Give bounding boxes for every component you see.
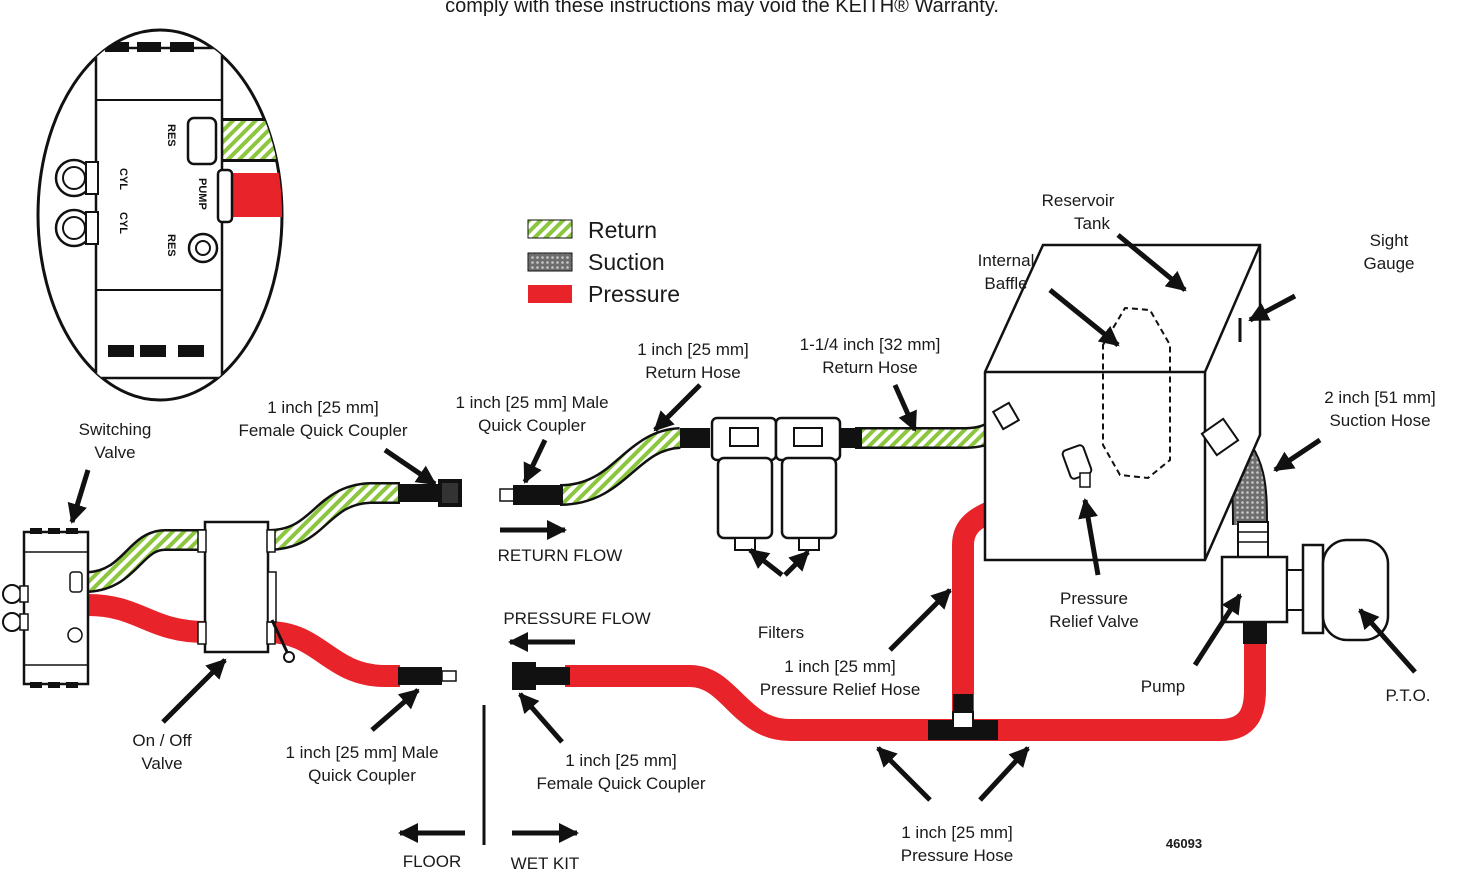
legend-label-suction: Suction <box>588 249 665 275</box>
label-pressure-relief-valve-2: Relief Valve <box>1049 612 1138 631</box>
label-male-coupler-top-2: Quick Coupler <box>478 416 586 435</box>
label-male-coupler-bottom-1: 1 inch [25 mm] Male <box>285 743 438 762</box>
label-suction-hose-1: 2 inch [51 mm] <box>1324 388 1436 407</box>
label-floor: FLOOR <box>403 852 462 871</box>
label-male-coupler-bottom-2: Quick Coupler <box>308 766 416 785</box>
label-return-flow: RETURN FLOW <box>498 546 623 565</box>
label-reservoir-tank-1: Reservoir <box>1042 191 1115 210</box>
return-hose-floor-section <box>268 493 400 540</box>
label-switching-valve-1: Switching <box>79 420 152 439</box>
inset-port-cyl-1: CYL <box>117 168 129 190</box>
female-quick-coupler-bottom <box>512 662 570 690</box>
label-pressure-relief-valve-1: Pressure <box>1060 589 1128 608</box>
return-hose-valve-section <box>88 540 208 582</box>
label-on-off-valve-1: On / Off <box>132 731 191 750</box>
label-figure-number: 46093 <box>1166 836 1202 851</box>
label-pump: Pump <box>1141 677 1185 696</box>
label-reservoir-tank-2: Tank <box>1074 214 1110 233</box>
legend-swatch-return <box>528 220 572 238</box>
inset-port-pump: PUMP <box>196 178 208 210</box>
label-pressure-hose-1: 1 inch [25 mm] <box>901 823 1013 842</box>
header-text: comply with these instructions may void … <box>445 0 999 17</box>
legend-swatch-pressure <box>528 285 572 303</box>
label-pressure-flow: PRESSURE FLOW <box>503 609 650 628</box>
label-internal-baffle-2: Baffle <box>984 274 1027 293</box>
male-quick-coupler-top <box>500 485 563 505</box>
legend-label-return: Return <box>588 217 657 243</box>
filter-right <box>776 418 862 550</box>
label-male-coupler-top-1: 1 inch [25 mm] Male <box>455 393 608 412</box>
label-pressure-relief-hose-1: 1 inch [25 mm] <box>784 657 896 676</box>
label-filters: Filters <box>758 623 804 642</box>
label-pressure-hose-2: Pressure Hose <box>901 846 1013 865</box>
label-wet-kit: WET KIT <box>511 854 580 873</box>
inset-port-cyl-2: CYL <box>117 212 129 234</box>
label-female-coupler-top-2: Female Quick Coupler <box>238 421 407 440</box>
label-return-hose-1in-1: 1 inch [25 mm] <box>637 340 749 359</box>
label-sight-gauge-2: Gauge <box>1363 254 1414 273</box>
legend: Return Suction Pressure <box>528 217 680 307</box>
pto <box>1323 540 1388 640</box>
switching-valve <box>3 528 88 688</box>
inset-port-res-top: RES <box>165 124 177 147</box>
inset-pressure-hose <box>225 173 305 217</box>
male-quick-coupler-bottom <box>398 667 456 685</box>
label-switching-valve-2: Valve <box>94 443 135 462</box>
label-internal-baffle-1: Internal <box>978 251 1035 270</box>
label-sight-gauge-1: Sight <box>1370 231 1409 250</box>
legend-swatch-suction <box>528 253 572 271</box>
label-pressure-relief-hose-2: Pressure Relief Hose <box>760 680 921 699</box>
pressure-tee-fitting <box>928 694 998 740</box>
label-return-hose-1in-2: Return Hose <box>645 363 740 382</box>
filter-left <box>680 418 776 550</box>
label-suction-hose-2: Suction Hose <box>1329 411 1430 430</box>
label-pto: P.T.O. <box>1385 686 1430 705</box>
label-return-hose-125-1: 1-1/4 inch [32 mm] <box>800 335 941 354</box>
pump <box>1222 522 1323 644</box>
inset-port-res-bottom: RES <box>165 234 177 257</box>
label-female-coupler-bottom-2: Female Quick Coupler <box>536 774 705 793</box>
label-female-coupler-bottom-1: 1 inch [25 mm] <box>565 751 677 770</box>
return-hose-1in <box>560 438 680 495</box>
label-return-hose-125-2: Return Hose <box>822 358 917 377</box>
return-hose-125 <box>855 418 1005 438</box>
label-on-off-valve-2: Valve <box>141 754 182 773</box>
switching-valve-inset: RES CYL CYL PUMP RES <box>38 30 305 400</box>
legend-label-pressure: Pressure <box>588 281 680 307</box>
pressure-hose-valve-section <box>88 605 205 632</box>
label-female-coupler-top-1: 1 inch [25 mm] <box>267 398 379 417</box>
